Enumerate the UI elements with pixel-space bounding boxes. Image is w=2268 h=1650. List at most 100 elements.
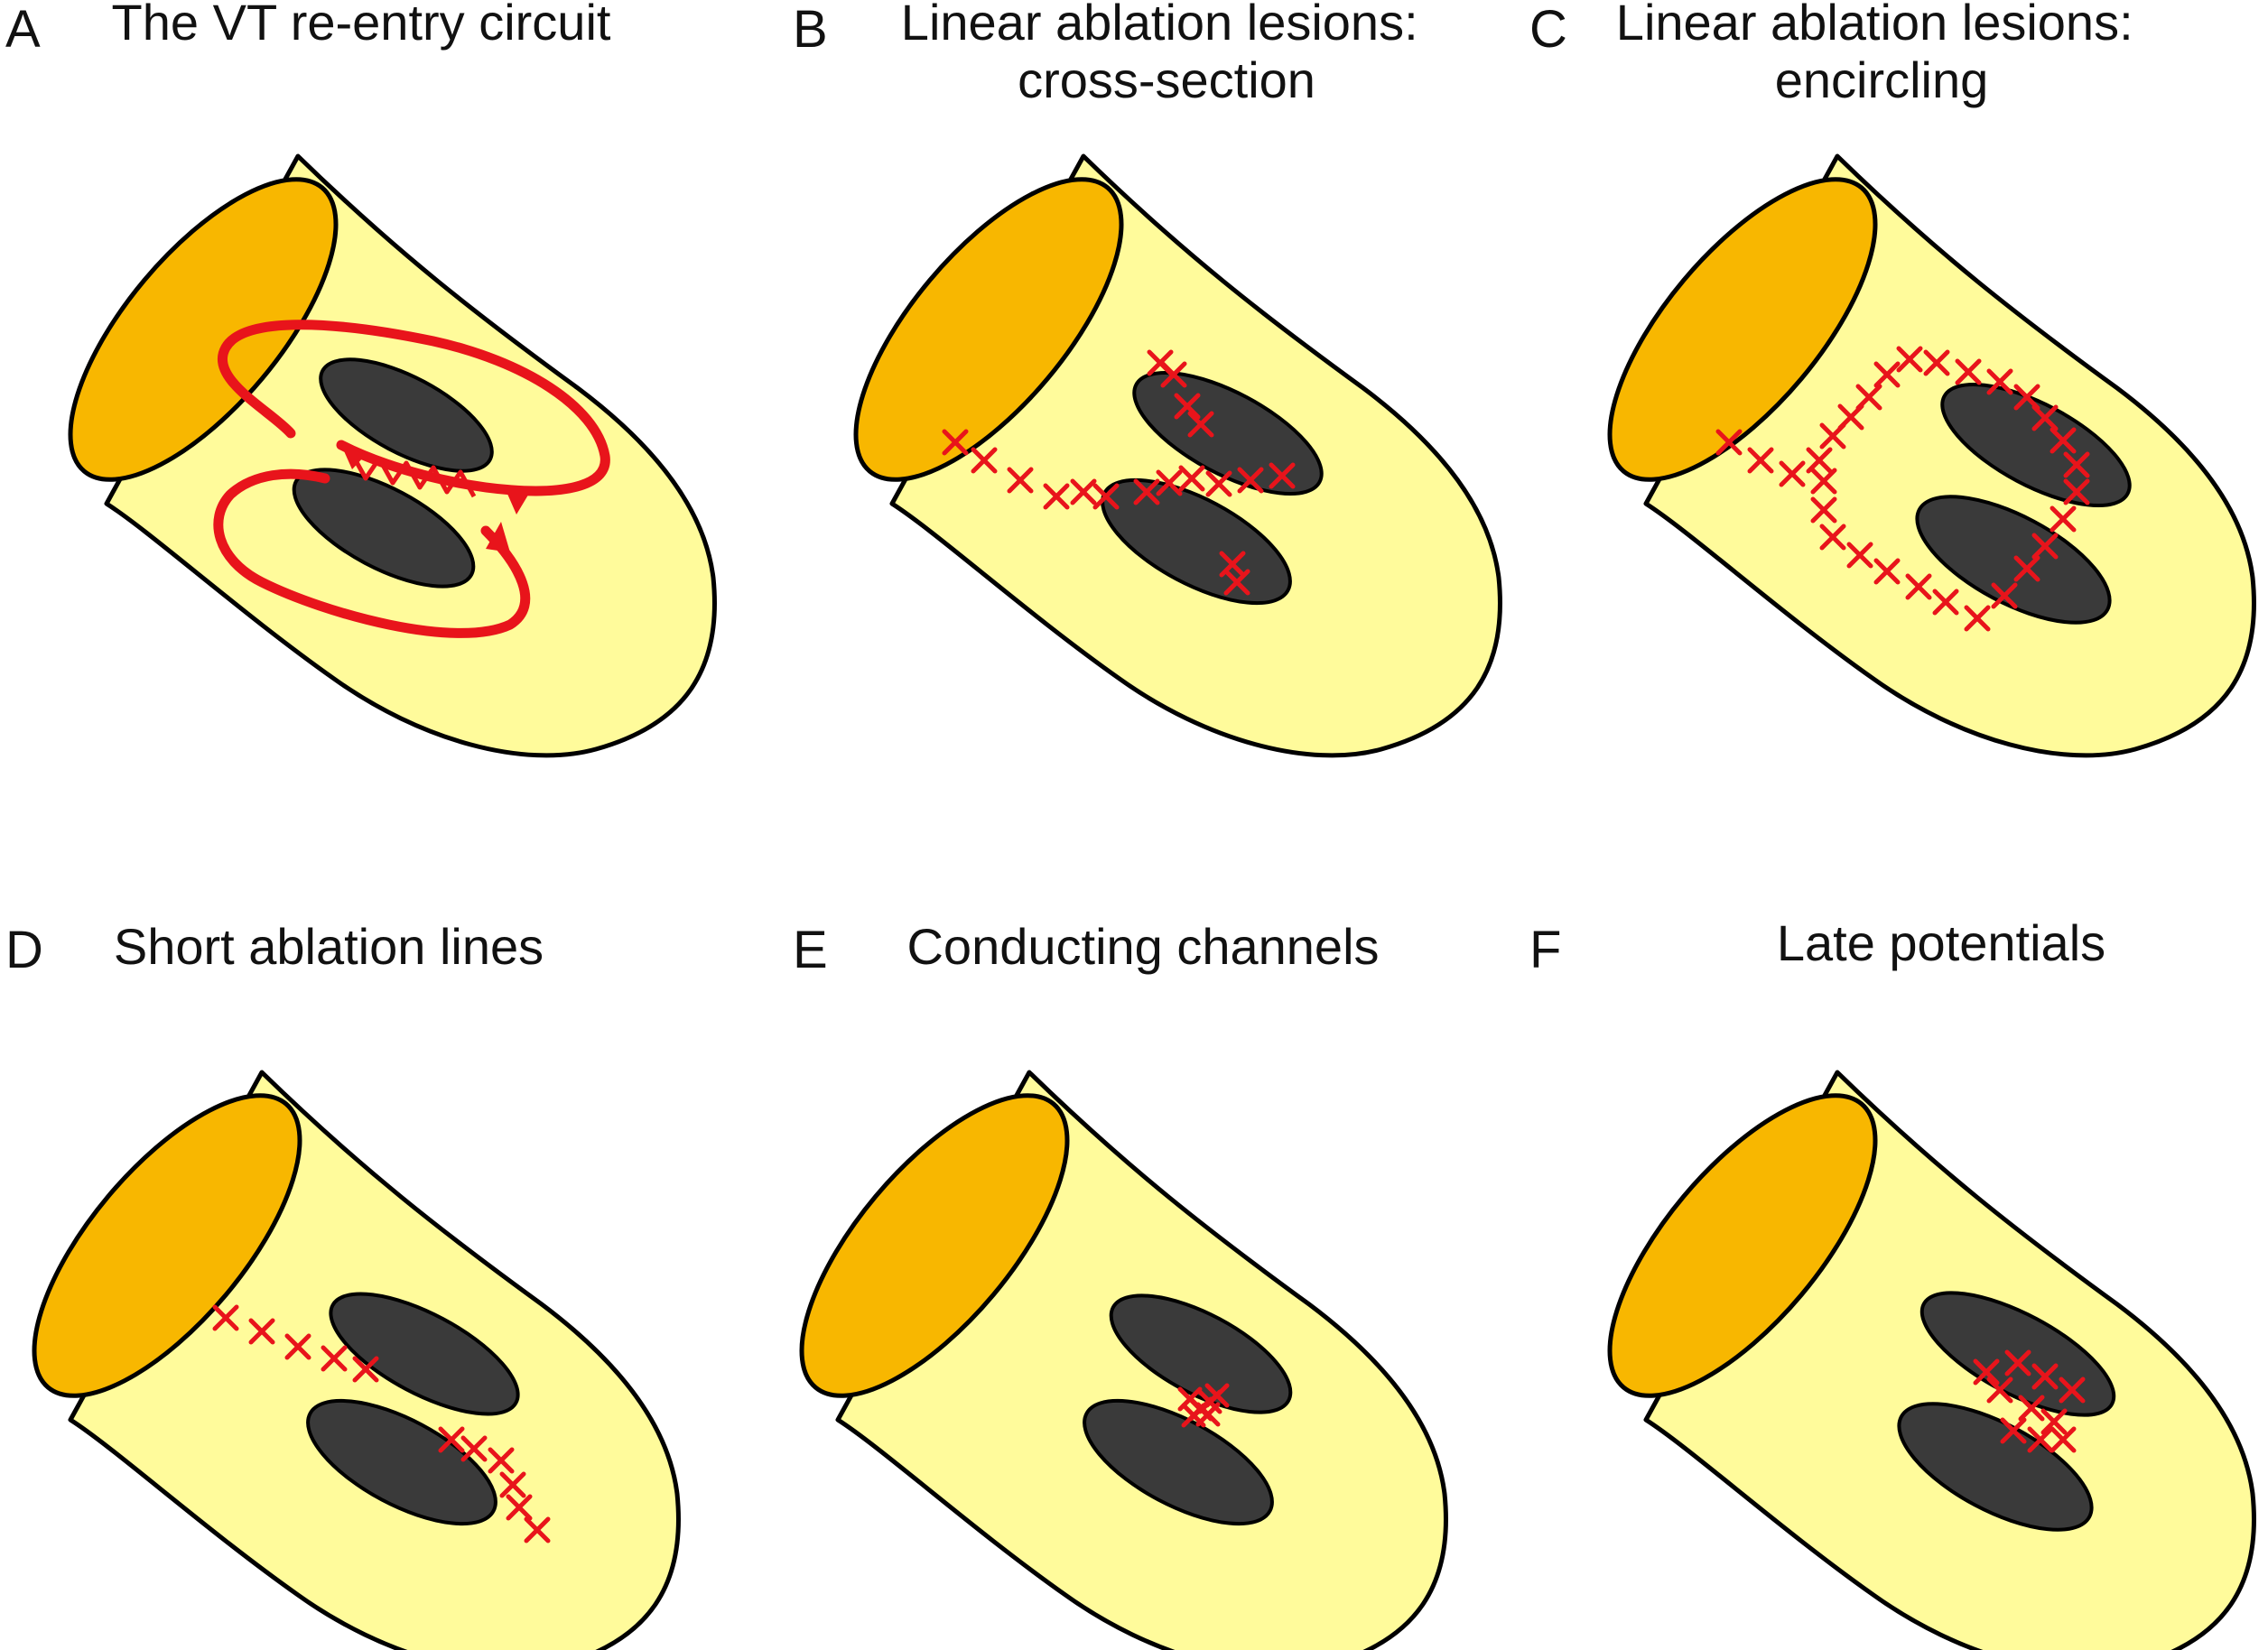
ablation-mark <box>1178 465 1205 492</box>
ablation-mark <box>1905 573 1932 600</box>
panel-c-title-line-2: encircling <box>1775 51 1989 108</box>
ablation-mark <box>1806 447 1833 474</box>
ablation-mark <box>1747 447 1774 474</box>
ablation-mark <box>1955 358 1982 385</box>
ablation-mark <box>1810 496 1837 524</box>
ablation-mark <box>942 429 969 456</box>
ablation-mark <box>2027 1426 2054 1453</box>
ablation-mark <box>1846 542 1873 569</box>
ablation-mark <box>506 1494 533 1521</box>
ablation-mark <box>2031 1363 2059 1390</box>
arrowhead-icon <box>504 486 533 514</box>
ablation-mark <box>1204 1383 1230 1408</box>
ablation-mark <box>1007 467 1034 494</box>
ablation-mark <box>2013 555 2040 582</box>
ablation-mark <box>2040 1408 2068 1435</box>
panel-e: E Conducting channels <box>793 918 1448 1650</box>
panel-d: D Short ablation lines <box>5 918 681 1650</box>
ablation-mark <box>1986 368 2013 395</box>
ablation-mark <box>1964 605 1991 632</box>
ablation-mark <box>2050 1426 2077 1453</box>
ablation-mark <box>2013 384 2040 411</box>
panel-f-title: Late potentials <box>1777 914 2105 971</box>
ablation-mark <box>1973 1358 2000 1386</box>
ablation-mark <box>2050 427 2077 454</box>
ablation-mark <box>2031 533 2059 560</box>
ablation-mark <box>438 1426 465 1453</box>
ablation-mark <box>2063 478 2090 505</box>
scar-region-1 <box>319 357 494 473</box>
ablation-mark <box>1147 349 1174 376</box>
arrowhead-icon <box>486 522 510 552</box>
panel-b-title-line-1: Linear ablation lesions: <box>901 0 1418 51</box>
ablation-mark <box>1043 483 1070 510</box>
scar-region-2 <box>292 468 476 589</box>
tube-opening <box>799 1093 1070 1398</box>
ablation-mark <box>971 447 998 474</box>
panel-d-drawing <box>32 1070 681 1650</box>
ablation-mark <box>2059 1377 2086 1404</box>
panel-b-title-line-2: cross-section <box>1018 51 1315 108</box>
ablation-mark <box>212 1304 239 1331</box>
ablation-mark <box>321 1345 348 1372</box>
ablation-mark <box>1269 462 1296 489</box>
ablation-mark <box>2063 451 2090 478</box>
ablation-mark <box>1195 1402 1221 1427</box>
panel-c: C Linear ablation lesions: encircling <box>1529 0 2256 758</box>
tube-opening <box>32 1093 302 1398</box>
ablation-mark <box>1205 470 1232 497</box>
ablation-mark <box>1715 429 1743 456</box>
panel-f-title-line-1: Late potentials <box>1777 914 2105 971</box>
panel-a-title: The VT re-entry circuit <box>112 0 611 51</box>
ablation-mark <box>1223 569 1250 596</box>
tube-opening <box>1607 1093 1878 1398</box>
ablation-mark <box>1133 478 1160 505</box>
panel-d-title-line-1: Short ablation lines <box>114 918 544 975</box>
panel-e-title-line-1: Conducting channels <box>906 918 1379 975</box>
panel-d-title: Short ablation lines <box>114 918 544 975</box>
ablation-mark <box>2004 1349 2031 1377</box>
panel-e-letter: E <box>793 921 828 979</box>
panel-e-title: Conducting channels <box>906 918 1379 975</box>
ablation-mark <box>1923 349 1950 376</box>
panel-b-letter: B <box>793 0 828 59</box>
ablation-mark <box>1237 467 1264 494</box>
panel-f-drawing <box>1607 1070 2256 1650</box>
ablation-mark <box>1855 384 1882 411</box>
panel-c-drawing <box>1607 153 2256 758</box>
ablation-mark <box>1156 469 1183 496</box>
tube-opening <box>1607 177 1878 482</box>
panel-a-drawing <box>68 153 717 758</box>
scar-region-2 <box>306 1398 497 1526</box>
panel-b-drawing <box>853 153 1502 758</box>
ablation-mark <box>1174 393 1201 420</box>
ablation-mark <box>1187 411 1214 438</box>
ablation-mark <box>524 1516 551 1543</box>
panel-a-letter: A <box>5 0 41 59</box>
ablation-mark <box>1070 478 1097 505</box>
ablation-mark <box>2050 505 2077 533</box>
slow-conduction-zigzag <box>349 452 477 498</box>
scar-region-2 <box>1915 495 2112 625</box>
ablation-mark <box>2000 1417 2027 1444</box>
ablation-mark <box>248 1318 275 1345</box>
panel-d-letter: D <box>5 921 43 979</box>
ablation-mark <box>1810 468 1837 495</box>
panel-b: B Linear ablation lesions: cross-section <box>793 0 1502 758</box>
tube-opening <box>853 177 1124 482</box>
ablation-mark <box>1873 361 1901 388</box>
ablation-mark <box>284 1333 311 1360</box>
ablation-mark <box>1092 483 1120 510</box>
ablation-mark <box>2018 1395 2045 1422</box>
ablation-mark <box>1986 1377 2013 1404</box>
ablation-mark <box>2031 404 2059 431</box>
ablation-mark <box>499 1471 526 1498</box>
panel-c-letter: C <box>1529 0 1567 59</box>
panel-c-title-line-1: Linear ablation lesions: <box>1616 0 2133 51</box>
panel-e-drawing <box>799 1070 1448 1650</box>
panel-f-letter: F <box>1529 921 1561 979</box>
scar-region-1 <box>329 1292 520 1416</box>
ablation-mark <box>352 1356 379 1383</box>
inner-loop-path <box>213 468 531 638</box>
